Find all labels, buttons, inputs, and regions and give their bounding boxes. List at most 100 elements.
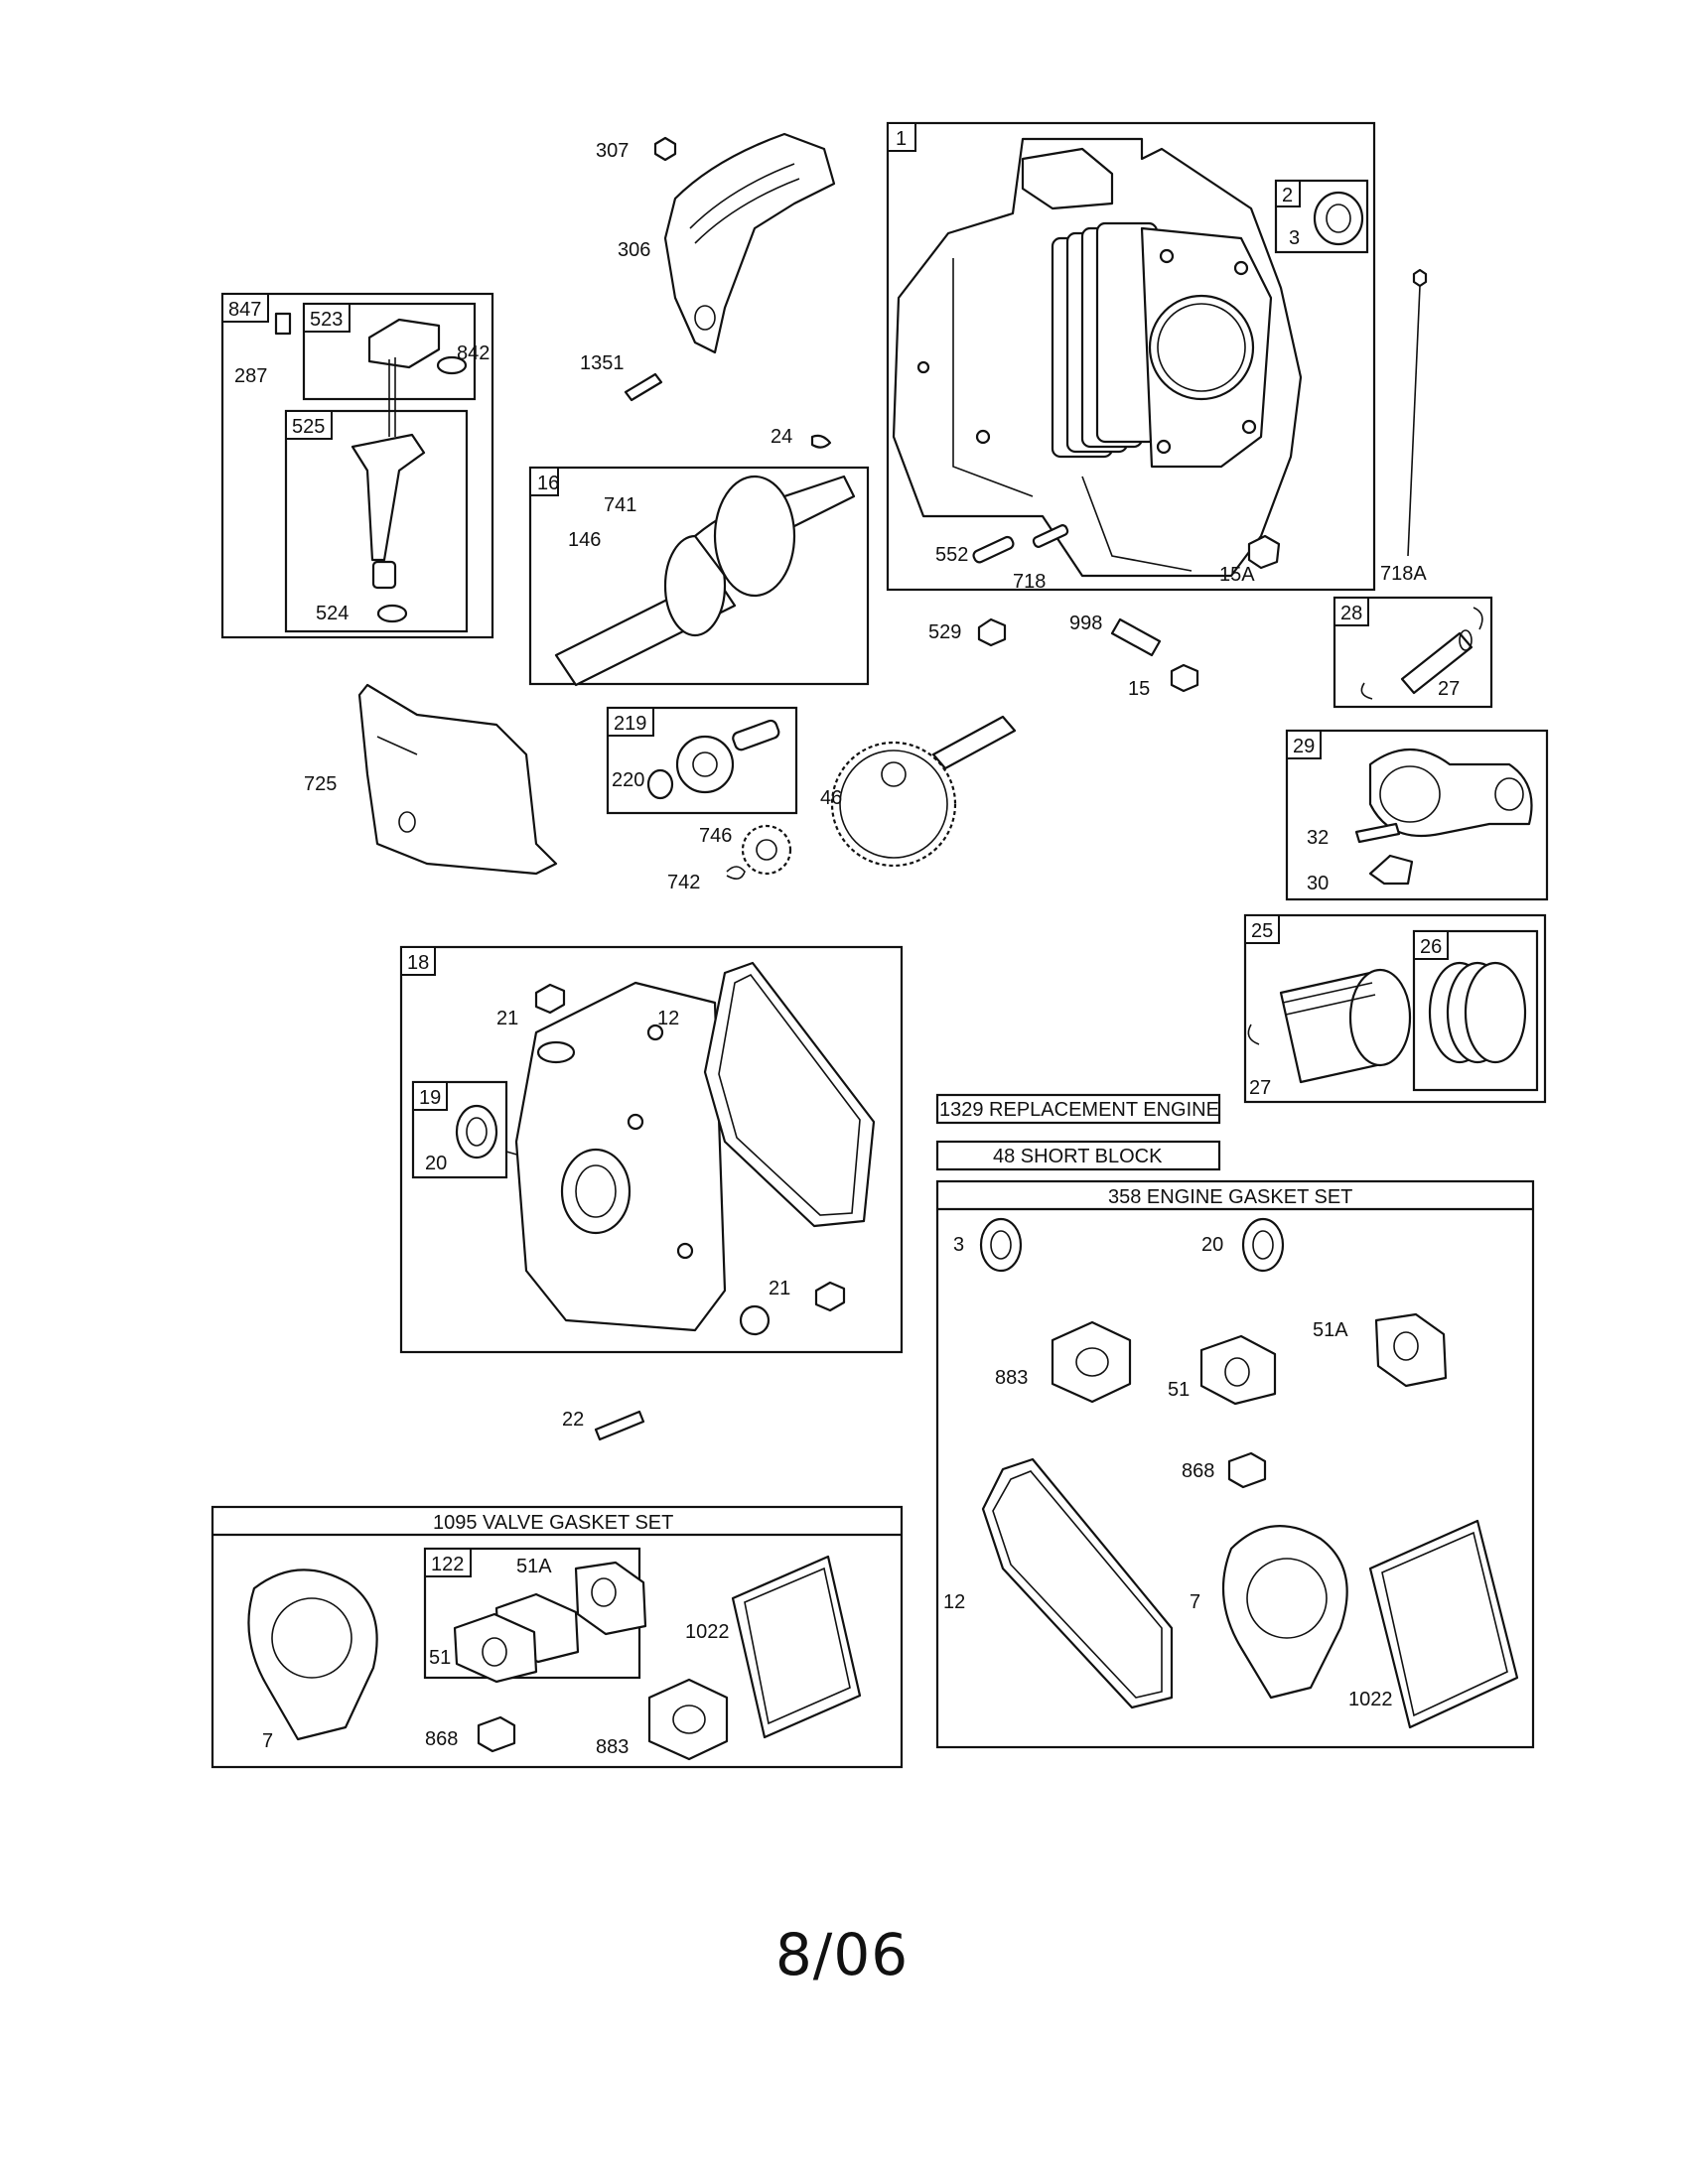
piston-pin (1400, 631, 1474, 695)
label-1351: 1351 (580, 352, 625, 374)
gasket-12 (703, 961, 876, 1228)
plug-21-bottom (814, 1281, 846, 1312)
plug-15A (1247, 534, 1281, 570)
box-1-label: 1 (896, 128, 907, 150)
box-847-label: 847 (228, 299, 261, 321)
label-287: 287 (234, 365, 267, 387)
engine-gasket-set: 358 ENGINE GASKET SET 3 20 51A 883 51 86… (935, 1179, 1535, 1749)
governor-sleeve (732, 719, 780, 751)
box-18-label: 18 (407, 952, 429, 974)
washer-220 (646, 768, 674, 800)
gasket-51 (1199, 1334, 1277, 1406)
plug-21-top (534, 983, 566, 1015)
gasket-12-cover (981, 1457, 1174, 1709)
short-block-header: 48 SHORT BLOCK (935, 1140, 1221, 1171)
label-27b: 27 (1249, 1077, 1271, 1099)
label-718A: 718A (1380, 563, 1427, 585)
gasket-seal-3 (979, 1217, 1023, 1273)
gasket-label-51: 51 (1168, 1379, 1190, 1401)
clip-742 (726, 866, 746, 880)
stud-1351 (624, 372, 663, 402)
box-19-label: 19 (419, 1087, 441, 1109)
governor-gear-219 (675, 735, 735, 794)
box-28-label: 28 (1340, 603, 1362, 624)
middle-parts-group: 725 219 220 46 746 742 (304, 683, 1017, 893)
blower-housing-group: 307 306 1351 24 (580, 132, 836, 449)
label-307: 307 (596, 140, 629, 162)
valve-gasket-set-title: 1095 VALVE GASKET SET (433, 1512, 673, 1534)
valve-gasket-868 (477, 1715, 516, 1753)
label-3: 3 (1289, 227, 1300, 249)
label-529: 529 (928, 621, 961, 643)
fasteners-group: 529 998 15 718A (928, 268, 1428, 700)
label-21a: 21 (496, 1008, 518, 1029)
label-742: 742 (667, 872, 700, 893)
bolt-22 (594, 1410, 645, 1441)
box-847-dipstick: 847 523 525 842 287 524 (220, 292, 494, 639)
label-27a: 27 (1438, 678, 1460, 700)
air-guide-725 (357, 683, 558, 876)
replacement-engine-header: 1329 REPLACEMENT ENGINE (935, 1093, 1221, 1125)
box-16-label: 16 (537, 473, 559, 494)
gasket-label-7: 7 (1190, 1591, 1200, 1613)
gasket-1022 (1368, 1519, 1519, 1729)
label-20: 20 (425, 1153, 447, 1174)
gasket-label-12: 12 (943, 1591, 965, 1613)
dipstick-tube-525 (351, 433, 426, 562)
gasket-label-868: 868 (1182, 1460, 1214, 1482)
label-725: 725 (304, 773, 337, 795)
dipper-30 (1368, 854, 1414, 886)
short-block-text: 48 SHORT BLOCK (993, 1146, 1163, 1167)
box-1-cylinder-block: 1 2 3 552 (886, 121, 1376, 593)
box-122-label: 122 (431, 1554, 464, 1575)
dowel-pin-718 (1032, 524, 1069, 548)
screw-718A (1412, 268, 1428, 288)
seal-20 (455, 1104, 498, 1160)
valve-gasket-set: 1095 VALVE GASKET SET 122 51A 51 1022 7 … (210, 1505, 904, 1769)
stud-998 (1110, 617, 1162, 657)
nut-529 (977, 617, 1007, 647)
label-22: 22 (562, 1409, 584, 1431)
box-26-label: 26 (1420, 936, 1442, 958)
dipstick-cap (367, 318, 441, 369)
seal-3 (1313, 191, 1364, 246)
gasket-label-1022: 1022 (1348, 1689, 1393, 1710)
valve-label-7: 7 (262, 1730, 273, 1752)
box-18-crankcase-cover: 18 19 20 21 12 21 (399, 945, 904, 1354)
screw-287 (274, 312, 292, 336)
crankcase-cover-18 (514, 981, 727, 1332)
label-21b: 21 (769, 1278, 790, 1299)
gasket-label-3: 3 (953, 1234, 964, 1256)
label-15: 15 (1128, 678, 1150, 700)
box-525-label: 525 (292, 416, 325, 438)
valve-gasket-51A (574, 1561, 647, 1636)
label-15A: 15A (1219, 564, 1255, 586)
label-998: 998 (1069, 613, 1102, 634)
box-28-piston-pin: 28 27 (1333, 596, 1493, 709)
cylinder-block-drawing (892, 137, 1303, 578)
label-146: 146 (568, 529, 601, 551)
gasket-868 (1227, 1451, 1267, 1489)
label-46: 46 (820, 787, 842, 809)
screw-307 (653, 136, 677, 162)
date-footer: 8/06 (774, 1921, 910, 1988)
valve-label-868: 868 (425, 1728, 458, 1750)
camshaft (931, 715, 1017, 770)
label-30: 30 (1307, 873, 1329, 894)
valve-label-1022: 1022 (685, 1621, 730, 1643)
key-24 (810, 434, 832, 449)
o-ring-842 (436, 355, 468, 375)
valve-gasket-1022 (731, 1555, 862, 1739)
valve-gasket-883 (647, 1678, 729, 1761)
shroud-306 (663, 132, 836, 354)
box-523-label: 523 (310, 309, 343, 331)
gasket-label-883: 883 (995, 1367, 1028, 1389)
label-842: 842 (457, 342, 490, 364)
label-746: 746 (699, 825, 732, 847)
dowel-pin-552 (972, 535, 1015, 564)
box-25-label: 25 (1251, 920, 1273, 942)
gasket-883 (1051, 1320, 1132, 1404)
gasket-label-51A: 51A (1313, 1319, 1348, 1341)
label-552: 552 (935, 544, 968, 566)
valve-label-883: 883 (596, 1736, 629, 1758)
